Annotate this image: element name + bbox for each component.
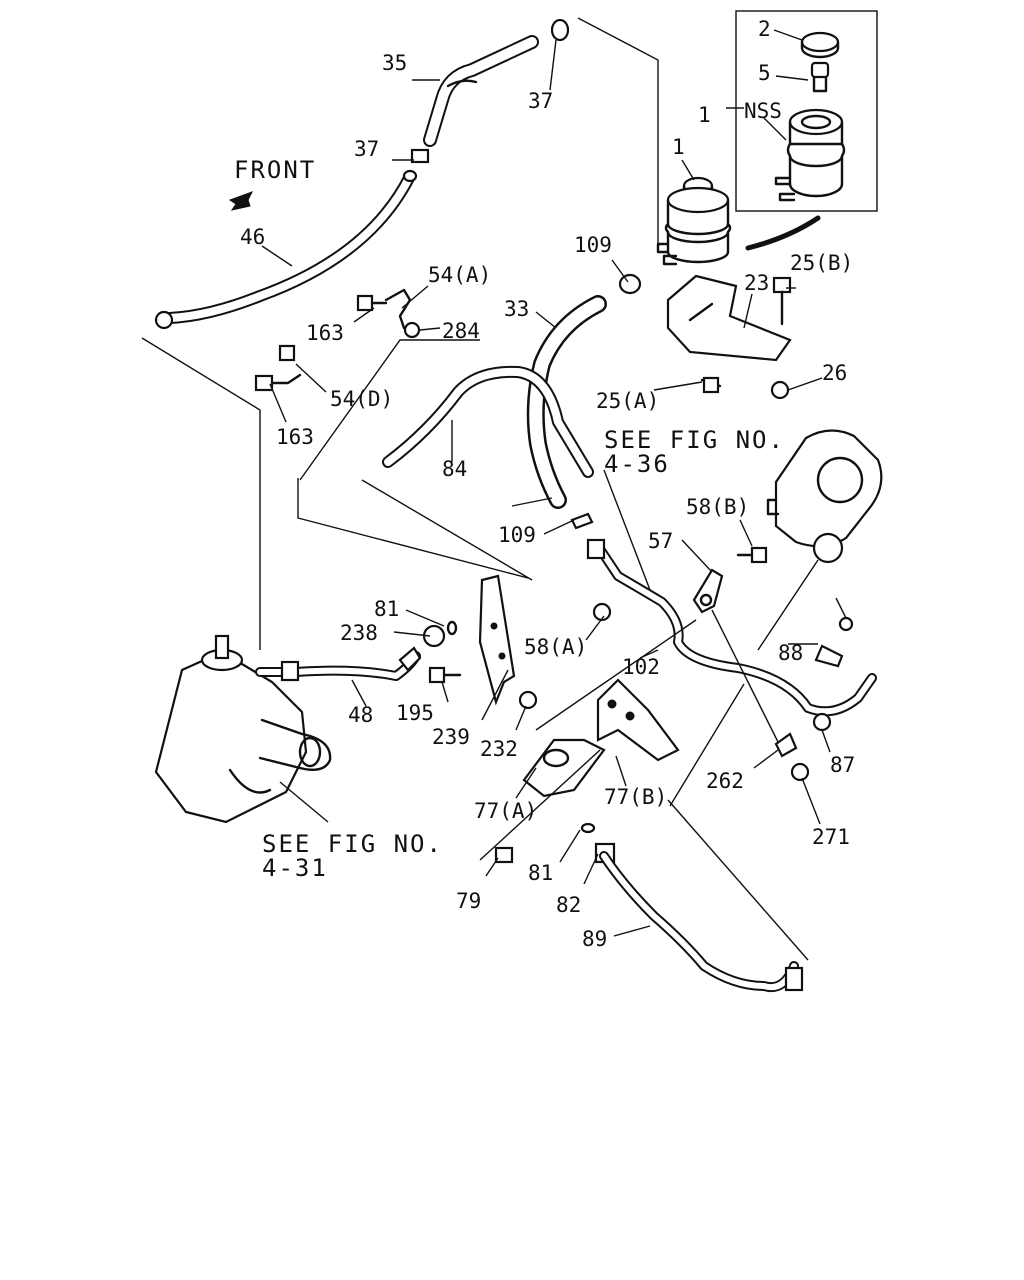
reference-fig-4-36-line1: SEE FIG NO. bbox=[604, 426, 785, 454]
leader-lines bbox=[141, 17, 847, 961]
callout-33: 33 bbox=[504, 297, 529, 321]
callout-84: 84 bbox=[442, 457, 467, 481]
nss-label: NSS bbox=[744, 99, 782, 123]
front-arrow-icon bbox=[228, 191, 254, 211]
clamp-37-upper bbox=[550, 18, 570, 42]
pipe-48 bbox=[255, 620, 458, 682]
callout-77b: 77(B) bbox=[604, 785, 667, 809]
callout-1-main: 1 bbox=[672, 135, 685, 159]
bracket-54d bbox=[254, 344, 302, 392]
callout-37-upper: 37 bbox=[528, 89, 553, 113]
callout-109-upper: 109 bbox=[574, 233, 612, 257]
callout-284: 284 bbox=[442, 319, 480, 343]
hose-84 bbox=[382, 365, 594, 478]
callout-26: 26 bbox=[822, 361, 847, 385]
callout-79: 79 bbox=[456, 889, 481, 913]
callout-58a: 58(A) bbox=[524, 635, 587, 659]
callout-89: 89 bbox=[582, 927, 607, 951]
reservoir-inset-box bbox=[735, 10, 878, 212]
steering-gear-box bbox=[154, 634, 332, 824]
callout-81-upper: 81 bbox=[374, 597, 399, 621]
inset-pointer-arrow bbox=[745, 215, 821, 251]
callout-271: 271 bbox=[812, 825, 850, 849]
clamp-37-lower bbox=[410, 148, 430, 164]
fitting-88 bbox=[812, 616, 854, 732]
reference-fig-4-36-line2: 4-36 bbox=[604, 450, 670, 478]
pressure-pipe-102 bbox=[586, 538, 877, 717]
callout-2: 2 bbox=[758, 17, 771, 41]
clip-262 bbox=[774, 732, 810, 782]
bracket-239 bbox=[428, 574, 538, 710]
bracket-77a bbox=[522, 738, 606, 798]
clamp-109-upper bbox=[618, 273, 642, 295]
callout-239: 239 bbox=[432, 725, 470, 749]
callout-25a: 25(A) bbox=[596, 389, 659, 413]
reference-fig-4-31-line2: 4-31 bbox=[262, 854, 328, 882]
callout-1-inset: 1 bbox=[698, 103, 711, 127]
callout-54a: 54(A) bbox=[428, 263, 491, 287]
callout-37-lower: 37 bbox=[354, 137, 379, 161]
callout-88: 88 bbox=[778, 641, 803, 665]
callout-87: 87 bbox=[830, 753, 855, 777]
callout-109-lower: 109 bbox=[498, 523, 536, 547]
callout-262: 262 bbox=[706, 769, 744, 793]
bracket-57 bbox=[692, 546, 768, 614]
reservoir-1 bbox=[656, 176, 732, 266]
callout-102: 102 bbox=[622, 655, 660, 679]
callout-5: 5 bbox=[758, 61, 771, 85]
return-hose-46 bbox=[154, 169, 418, 330]
callout-82: 82 bbox=[556, 893, 581, 917]
callout-238: 238 bbox=[340, 621, 378, 645]
callout-77a: 77(A) bbox=[474, 799, 537, 823]
callout-195: 195 bbox=[396, 701, 434, 725]
callout-54d: 54(D) bbox=[330, 387, 393, 411]
callout-58b: 58(B) bbox=[686, 495, 749, 519]
hose-35 bbox=[423, 35, 539, 147]
callout-48: 48 bbox=[348, 703, 373, 727]
bracket-77b bbox=[596, 678, 680, 762]
callout-46: 46 bbox=[240, 225, 265, 249]
callout-23: 23 bbox=[744, 271, 769, 295]
suction-hose-33 bbox=[526, 295, 607, 509]
reference-fig-4-31-line1: SEE FIG NO. bbox=[262, 830, 443, 858]
bracket-23 bbox=[666, 274, 792, 400]
callout-163-upper: 163 bbox=[306, 321, 344, 345]
power-steering-pump bbox=[766, 429, 883, 564]
callout-25b: 25(B) bbox=[790, 251, 853, 275]
callout-163-lower: 163 bbox=[276, 425, 314, 449]
callout-57: 57 bbox=[648, 529, 673, 553]
pipe-89 bbox=[494, 822, 804, 992]
callout-35: 35 bbox=[382, 51, 407, 75]
callout-81-lower: 81 bbox=[528, 861, 553, 885]
callout-232: 232 bbox=[480, 737, 518, 761]
clamp-109-lower bbox=[570, 512, 594, 530]
bracket-54a bbox=[356, 288, 421, 339]
front-label: FRONT bbox=[234, 156, 316, 184]
